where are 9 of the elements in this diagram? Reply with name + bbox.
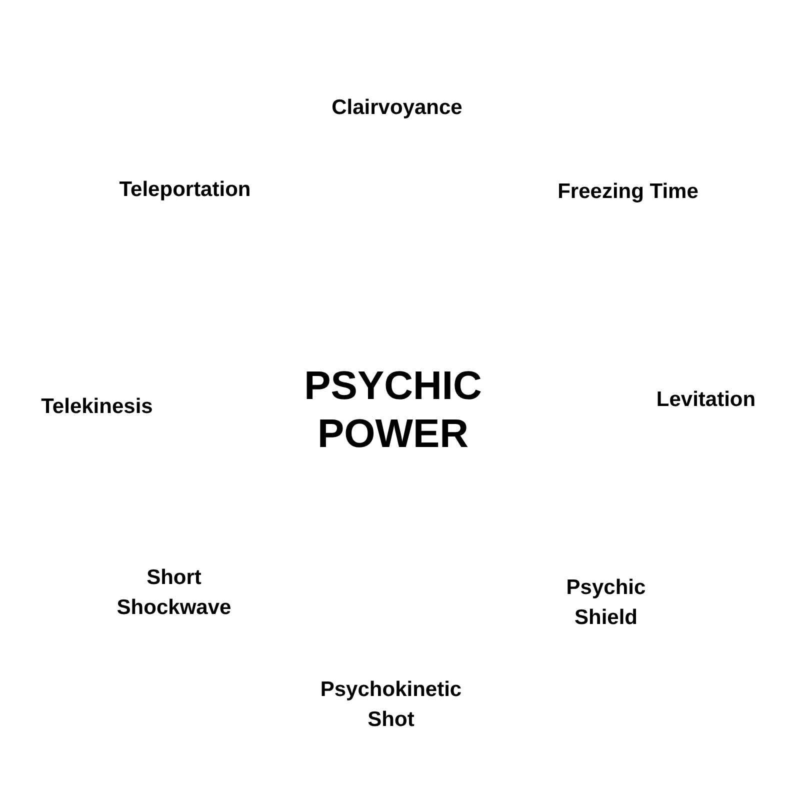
power-label: Levitation — [656, 387, 756, 413]
center-title: PSYCHIC POWER — [303, 363, 483, 458]
power-label: Short Shockwave — [116, 565, 232, 621]
power-label: Teleportation — [119, 177, 251, 203]
power-label: Freezing Time — [558, 179, 698, 205]
power-label: Telekinesis — [41, 394, 153, 420]
power-label: Clairvoyance — [332, 95, 462, 121]
power-label: Psychokinetic Shot — [319, 677, 463, 733]
power-label: Psychic Shield — [565, 575, 647, 631]
